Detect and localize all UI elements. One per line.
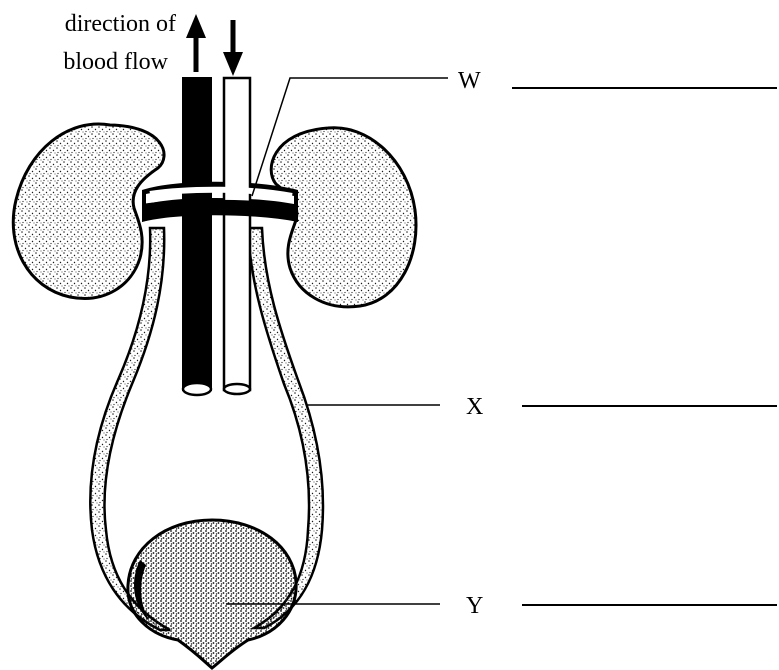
left-kidney (13, 124, 164, 298)
up-arrow-icon (186, 14, 206, 72)
label-y: Y (466, 593, 483, 619)
label-w: W (458, 68, 481, 94)
answer-lines (512, 88, 777, 605)
aorta (224, 78, 250, 394)
bladder (128, 520, 296, 668)
caption-line-2: blood flow (63, 49, 168, 75)
blood-flow-caption: direction of blood flow (63, 11, 176, 75)
renal-vessel-band-front (142, 200, 298, 222)
label-x: X (466, 394, 483, 420)
vena-cava (183, 78, 211, 395)
caption-line-1: direction of (65, 11, 176, 37)
down-arrow-icon (223, 20, 243, 76)
